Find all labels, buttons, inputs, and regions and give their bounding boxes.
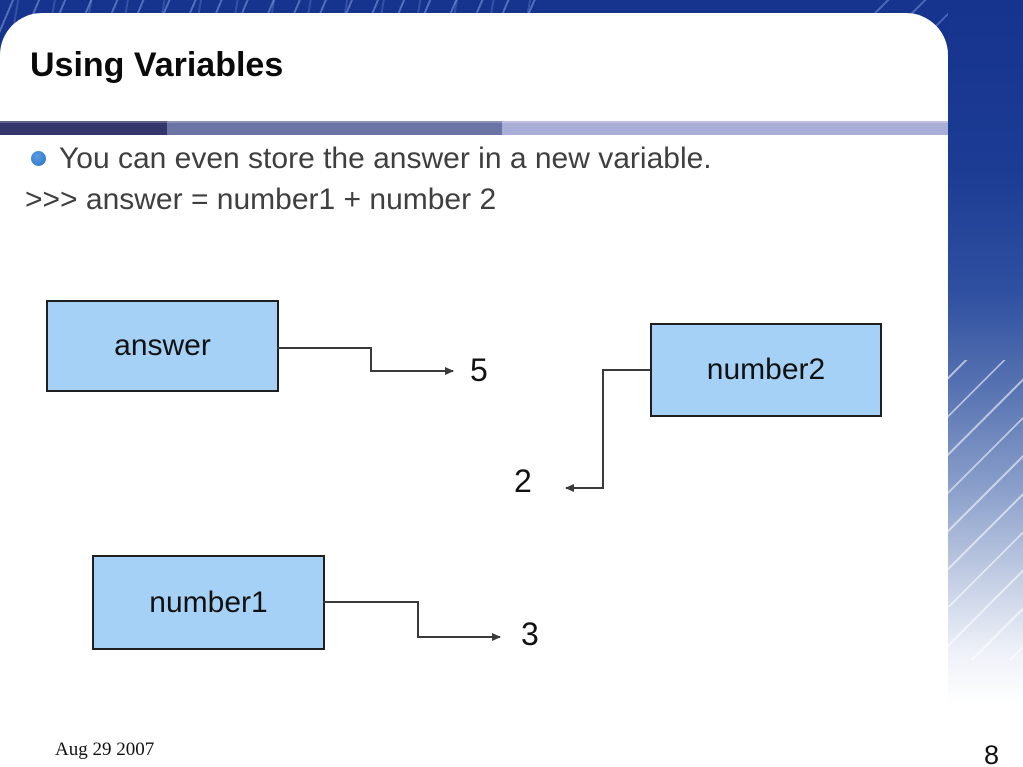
circle-bullet-icon xyxy=(31,151,46,166)
code-line: >>> answer = number1 + number 2 xyxy=(25,183,497,216)
divider-segment-mid xyxy=(167,121,502,135)
bullet-line: You can even store the answer in a new v… xyxy=(25,142,712,176)
variable-box-number2: number2 xyxy=(650,323,882,417)
page-number: 8 xyxy=(984,740,1000,767)
variable-box-label: number1 xyxy=(149,585,268,619)
bullet-text: You can even store the answer in a new v… xyxy=(59,142,712,175)
variable-box-label: number2 xyxy=(706,353,826,386)
divider-segment-dark xyxy=(0,121,167,135)
value-label-number2: 2 xyxy=(514,463,532,499)
title-divider-bar xyxy=(0,121,948,135)
slide-title: Using Variables xyxy=(30,46,284,84)
right-blue-gradient-border xyxy=(948,0,1023,767)
value-label-answer: 5 xyxy=(470,352,488,388)
value-label-number1: 3 xyxy=(521,616,539,652)
variable-box-answer: answer xyxy=(46,300,279,392)
variable-box-label: answer xyxy=(114,329,211,362)
footer-date: Aug 29 2007 xyxy=(55,739,155,760)
divider-segment-light xyxy=(502,121,948,135)
diagonal-streaks-texture xyxy=(948,360,1023,660)
variable-box-number1: number1 xyxy=(92,555,325,650)
